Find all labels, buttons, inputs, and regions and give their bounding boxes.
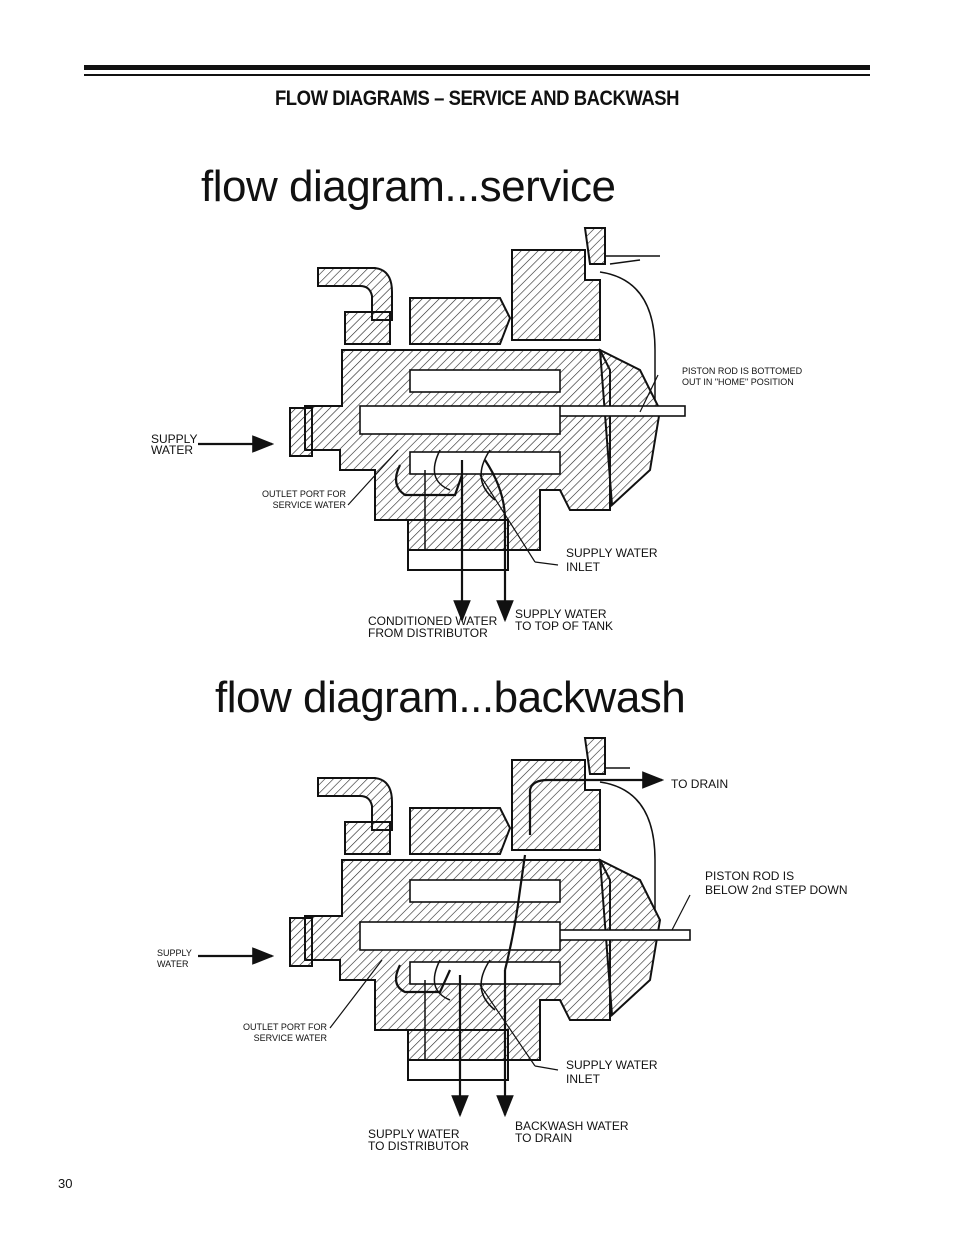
- backwash-label-distributor-line1: SUPPLY WATER: [368, 1127, 460, 1141]
- service-valve-drawing: [198, 227, 686, 623]
- service-label-supply-water-line2: WATER: [151, 443, 193, 457]
- backwash-label-to-drain: TO DRAIN: [671, 777, 729, 791]
- service-label-outlet-line1: OUTLET PORT FOR: [261, 489, 346, 499]
- service-label-top-tank-line2: TO TOP OF TANK: [515, 619, 614, 633]
- service-label-outlet-line2: SERVICE WATER: [272, 500, 346, 510]
- backwash-label-backwash-drain-line2: TO DRAIN: [515, 1131, 573, 1145]
- backwash-label-supply-water-line1: SUPPLY: [157, 948, 192, 958]
- service-label-inlet-line1: SUPPLY WATER: [566, 546, 658, 560]
- header-rule-thick: [84, 65, 870, 70]
- service-diagram-title: flow diagram...service: [201, 162, 616, 211]
- backwash-label-supply-water-line2: WATER: [157, 959, 189, 969]
- service-label-supply-water-line1: SUPPLY: [151, 432, 198, 446]
- service-label-piston-line2: OUT IN "HOME" POSITION: [682, 377, 794, 387]
- backwash-label-outlet-line2: SERVICE WATER: [253, 1033, 327, 1043]
- backwash-label-outlet-line1: OUTLET PORT FOR: [242, 1022, 327, 1032]
- service-label-piston-line1: PISTON ROD IS BOTTOMED: [682, 366, 803, 376]
- backwash-label-piston-line1: PISTON ROD IS: [705, 869, 795, 883]
- backwash-label-inlet-line1: SUPPLY WATER: [566, 1058, 658, 1072]
- service-label-conditioned-line2: FROM DISTRIBUTOR: [368, 626, 488, 640]
- service-label-top-tank-line1: SUPPLY WATER: [515, 607, 607, 621]
- service-label-inlet-line2: INLET: [566, 560, 601, 574]
- backwash-label-backwash-drain-line1: BACKWASH WATER: [515, 1119, 629, 1133]
- header-rule-thin: [84, 74, 870, 76]
- backwash-label-piston-line2: BELOW 2nd STEP DOWN: [705, 883, 848, 897]
- backwash-valve-drawing: [198, 737, 691, 1118]
- service-label-conditioned-line1: CONDITIONED WATER: [368, 614, 498, 628]
- backwash-label-inlet-line2: INLET: [566, 1072, 601, 1086]
- backwash-diagram-title: flow diagram...backwash: [215, 673, 686, 722]
- page-heading: FLOW DIAGRAMS – SERVICE AND BACKWASH: [274, 87, 680, 110]
- backwash-label-distributor-line2: TO DISTRIBUTOR: [368, 1139, 469, 1153]
- page-number: 30: [58, 1176, 73, 1191]
